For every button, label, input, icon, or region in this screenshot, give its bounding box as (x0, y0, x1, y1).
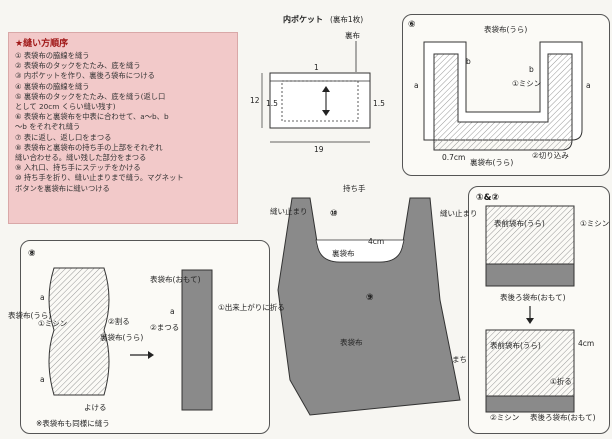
step12-mishin: ①ミシン (580, 219, 609, 228)
step8-a-2: a (40, 375, 45, 384)
grain-arrow-head-up (322, 86, 330, 92)
step8-diagram: ⑧ 表袋布(うら) ①ミシン ②割る 裏袋布(うら) よける ※表袋布も同様に縫… (8, 249, 285, 428)
step12-diagram: ①&② 表前袋布(うら) ①ミシン 表後ろ袋布(おもて) 表前袋布(うら) 4c… (476, 193, 609, 422)
pocket-fabric: 裏布 (345, 30, 360, 40)
sewing-order-box: ★縫い方順序 ① 表袋布の脇線を縫う ② 表袋布のタックをたたみ、底を縫う ③ … (8, 32, 238, 224)
step8-left-piece (48, 267, 110, 396)
step8-a-1: a (40, 293, 45, 302)
step12-back-omote: 表後ろ袋布(おもて) (500, 292, 566, 302)
step8-yokeru: よける (84, 403, 107, 412)
step-item-1: ① 表袋布の脇線を縫う (15, 51, 90, 60)
step8-outer-ura: 表袋布(うら) (8, 310, 51, 320)
step8-number: ⑧ (28, 249, 36, 259)
step-item-9: ⑨ 入れ口、持ち手にステッチをかける (15, 163, 141, 173)
bag-body (277, 197, 461, 416)
step-item-7: ⑦ 表に返し、返し口をまつる (15, 132, 112, 142)
step12-mishin2: ②ミシン (490, 413, 519, 422)
step8-note: ※表袋布も同様に縫う (36, 418, 110, 428)
step6-dim: 0.7cm (442, 153, 465, 162)
step6-number: ⑥ (408, 20, 416, 30)
step6-mishin: ①ミシン (512, 79, 541, 88)
step12-number: ①&② (476, 193, 499, 203)
step8-mishin: ①ミシン (38, 319, 67, 328)
machi-label: まち (452, 355, 467, 364)
step12-front-ura2: 表前袋布(うら) (490, 340, 541, 350)
inner-bag-label: 裏袋布 (332, 248, 355, 258)
bag-inner-lining (315, 239, 405, 263)
step-item-4: ④ 裏袋布の脇線を縫う (15, 81, 90, 91)
step8-outer-omote: 表袋布(おもて) (150, 274, 201, 284)
step6-b-left: b (466, 57, 471, 66)
step12-dim4: 4cm (578, 339, 594, 348)
step-item-6: ⑥ 表袋布と裏袋布を中表に合わせて、a〜b、b 〜b をそれぞれ縫う (15, 112, 169, 132)
pocket-rect (269, 72, 371, 129)
grain-arrow-head-down (322, 110, 330, 116)
step8-a-3: a (170, 307, 175, 316)
sewing-order-title: ★縫い方順序 (15, 39, 69, 49)
step-item-5: ⑤ 裏袋布のタックをたたみ、底を縫う(返し口 として 20cm くらい縫い残す) (15, 91, 166, 112)
step6-outer-piece (423, 41, 583, 141)
pocket-title: 内ポケット (283, 14, 323, 24)
step6-outer-label: 表袋布(うら) (484, 24, 527, 34)
marker-10: ⑩ (330, 209, 338, 219)
step8-inner-ura: 裏袋布(うら) (100, 332, 143, 342)
step-item-10: ⑩ 持ち手を折り、縫い止まりまで縫う。マグネット ボタンを裏袋布に縫いつける (15, 173, 184, 193)
pocket-height: 12 (250, 96, 260, 105)
step8-arrow-head (148, 351, 154, 359)
nuidomari-left: 縫い止まり (270, 206, 308, 216)
pocket-margin-right: 1.5 (373, 99, 385, 108)
step12-arrow-head (526, 318, 534, 324)
step-item-8: ⑧ 表袋布と裏袋布の持ち手の上部をそれぞれ 縫い合わせる。縫い残した部分をまつる (15, 142, 163, 163)
sewing-order-list: ① 表袋布の脇線を縫う ② 表袋布のタックをたたみ、底を縫う ③ 内ポケットを作… (9, 51, 237, 194)
pocket-margin-left: 1.5 (266, 99, 278, 108)
handle-label: 持ち手 (343, 183, 366, 193)
main-bag-diagram: 持ち手 縫い止まり 縫い止まり 裏袋布 4cm 表袋布 まち ⑩ ⑨ (270, 183, 478, 416)
step6-b-right: b (529, 65, 534, 74)
step12-front-ura: 表前袋布(うら) (494, 218, 545, 228)
step-item-2: ② 表袋布のタックをたたみ、底を縫う (15, 61, 141, 71)
pocket-fold-mark: 1 (314, 63, 319, 72)
step6-a-right: a (586, 81, 591, 90)
step6-inner-piece (433, 53, 573, 151)
step6-inner-label: 裏袋布(うら) (470, 157, 513, 167)
step6-diagram: ⑥ 表袋布(うら) a b b a ①ミシン 0.7cm 裏袋布(うら) ②切り… (408, 20, 591, 167)
step12-top-back (485, 263, 575, 287)
outer-bag-label: 表袋布 (340, 337, 363, 347)
step12-back-omote2: 表後ろ袋布(おもて) (530, 412, 596, 422)
step8-kiru: ②割る (108, 316, 130, 326)
pocket-width: 19 (314, 145, 324, 154)
step8-fold: ①出来上がりに折る (218, 302, 285, 312)
step8-matsuru: ②まつる (150, 323, 179, 332)
pocket-diagram: 内ポケット (裏布1枚) 裏布 1 12 1.5 1.5 19 (250, 14, 385, 154)
step8-right-piece (181, 269, 213, 411)
step6-kirikomi: ②切り込み (532, 151, 569, 160)
dim-4cm: 4cm (368, 237, 384, 246)
step-item-3: ③ 内ポケットを作り、裏後ろ袋布につける (15, 71, 155, 81)
step12-bottom-front (485, 329, 575, 397)
pocket-count: (裏布1枚) (330, 14, 363, 24)
step12-fold: ①折る (550, 376, 572, 386)
marker-9: ⑨ (366, 293, 374, 303)
step6-a-left: a (414, 81, 419, 90)
nuidomari-right: 縫い止まり (440, 208, 478, 218)
step12-bottom-back (485, 395, 575, 413)
